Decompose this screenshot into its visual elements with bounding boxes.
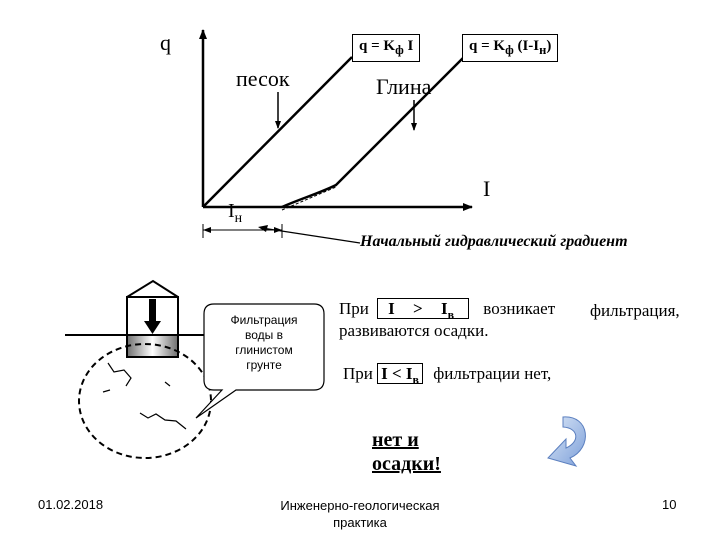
formula-sand: q = Kф I: [352, 34, 421, 62]
label-sand: песок: [236, 66, 290, 91]
sand-line: [202, 56, 353, 208]
callout-bubble: [195, 303, 325, 419]
statement-2: При I < Iв фильтрации нет,: [343, 363, 552, 387]
in-dimension-left-arrow: [203, 227, 211, 233]
condition-box: I > Iв: [377, 298, 470, 321]
clay-curve: [281, 57, 464, 209]
footer-date: 01.02.2018: [38, 497, 104, 512]
label-in: Iн: [228, 200, 243, 226]
formula-clay: q = Kф (I-Iн): [462, 34, 559, 62]
x-axis-label: I: [483, 176, 491, 201]
footer-page-number: 10: [662, 497, 677, 512]
clay-zone-ellipse: [78, 343, 212, 459]
label-clay: Глина: [376, 74, 432, 99]
y-axis-label: q: [160, 30, 171, 55]
caption-pointer-line: [261, 227, 361, 244]
caption-initial-gradient: Начальный гидравлический градиент: [360, 233, 628, 250]
no-filtration-condition-box: I < Iв: [377, 363, 424, 386]
statement-1-filtration: фильтрация,: [590, 301, 680, 320]
footer-title: Инженерно-геологическая практика: [280, 498, 440, 530]
soil-cracks: [102, 362, 187, 430]
curved-down-arrow-icon: [547, 416, 586, 467]
statement-1-line-1: При I > Iв возникает: [339, 298, 556, 322]
caption-pointer-arrowhead: [258, 225, 268, 232]
statement-1-line-2: развиваются осадки.: [339, 321, 489, 340]
conclusion-text: нет и осадки!: [372, 429, 441, 475]
callout-text: Фильтрация воды в глинистом грунте: [230, 313, 298, 372]
load-arrow-icon: [144, 299, 161, 334]
